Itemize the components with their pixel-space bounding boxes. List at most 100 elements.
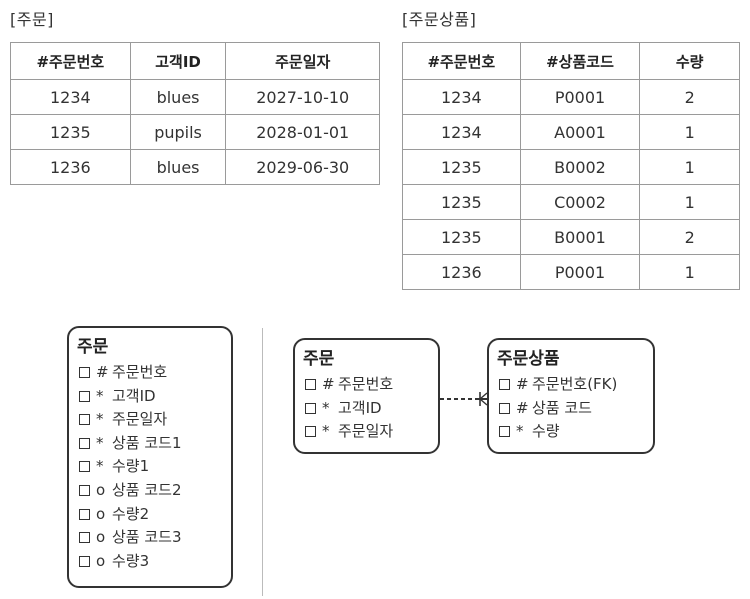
table-row: 1236 P0001 1	[402, 254, 740, 290]
attribute-marker: *	[96, 457, 104, 476]
checkbox-icon	[79, 414, 90, 426]
attribute-marker: o	[96, 528, 106, 547]
checkbox-icon	[79, 508, 90, 520]
attribute-item: o 상품 코드3	[79, 526, 231, 550]
table-cell: pupils	[129, 114, 227, 150]
attribute-item: o 수량2	[79, 503, 231, 527]
table-row: 1235 C0002 1	[402, 184, 740, 220]
attribute-item: * 고객ID	[79, 385, 231, 409]
table-header-row: #주문번호 고객ID 주문일자	[10, 42, 380, 80]
table-row: 1234 A0001 1	[402, 114, 740, 150]
attribute-item: #주문번호(FK)	[499, 373, 653, 397]
attribute-name: 수량	[532, 422, 560, 441]
table-cell: 1235	[402, 184, 521, 220]
attribute-name: 수량1	[112, 457, 150, 476]
header-cell: 수량	[639, 42, 740, 80]
entity-title: 주문상품	[497, 349, 560, 369]
table-row: 1235 B0001 2	[402, 219, 740, 255]
attribute-marker: *	[322, 422, 330, 441]
attribute-name: 수량2	[112, 504, 150, 523]
attribute-list: #주문번호(FK) #상품 코드 * 수량	[489, 373, 653, 444]
table-cell: 2	[639, 219, 740, 255]
attribute-marker: o	[96, 504, 106, 523]
checkbox-icon	[79, 461, 90, 473]
table-cell: 2028-01-01	[225, 114, 380, 150]
attribute-name: 상품 코드3	[112, 528, 182, 547]
table-cell: A0001	[519, 114, 641, 150]
table-cell: 2	[639, 79, 740, 115]
table-cell: blues	[129, 79, 227, 115]
table-cell: 1235	[402, 149, 521, 185]
table-cell: P0001	[519, 254, 641, 290]
table-header-row: #주문번호 #상품코드 수량	[402, 42, 740, 80]
order-item-table: #주문번호 #상품코드 수량 1234 P0001 2 1234 A0001 1…	[402, 42, 740, 290]
attribute-marker: #	[516, 398, 529, 417]
attribute-marker: *	[322, 398, 330, 417]
attribute-item: #상품 코드	[499, 397, 653, 421]
checkbox-icon	[305, 426, 316, 438]
attribute-item: * 주문일자	[79, 408, 231, 432]
attribute-name: 주문일자	[112, 410, 168, 429]
attribute-item: * 수량1	[79, 455, 231, 479]
table-row: 1235 pupils 2028-01-01	[10, 114, 380, 150]
attribute-marker: *	[96, 386, 104, 405]
entity-order-item: 주문상품 #주문번호(FK) #상품 코드 * 수량	[487, 338, 655, 454]
table-cell: C0002	[519, 184, 641, 220]
table-cell: P0001	[519, 79, 641, 115]
attribute-name: 주문번호	[338, 375, 394, 393]
crow-foot-upper-icon	[479, 392, 488, 400]
table-cell: 1234	[402, 114, 521, 150]
attribute-marker: *	[516, 422, 524, 441]
attribute-marker: o	[96, 551, 106, 570]
entity-title: 주문	[303, 349, 335, 369]
table-cell: 1	[639, 149, 740, 185]
attribute-name: 상품 코드2	[112, 480, 182, 499]
table-cell: 1236	[402, 254, 521, 290]
checkbox-icon	[79, 367, 90, 378]
header-cell: 고객ID	[129, 42, 227, 80]
attribute-marker: #	[516, 375, 529, 393]
table-cell: 1	[639, 254, 740, 290]
checkbox-icon	[499, 379, 510, 390]
attribute-name: 주문번호	[112, 363, 168, 381]
checkbox-icon	[499, 402, 510, 414]
attribute-name: 주문일자	[338, 422, 394, 441]
table-cell: 2029-06-30	[225, 149, 380, 185]
table-row: 1235 B0002 1	[402, 149, 740, 185]
table-cell: 1	[639, 114, 740, 150]
attribute-marker: *	[96, 410, 104, 429]
attribute-item: o 상품 코드2	[79, 479, 231, 503]
attribute-item: *고객ID	[305, 397, 438, 421]
attribute-list: #주문번호 *고객ID *주문일자	[295, 373, 438, 444]
table-cell: B0002	[519, 149, 641, 185]
attribute-name: 주문번호(FK)	[532, 375, 618, 393]
section-divider	[262, 328, 263, 596]
table-cell: 1234	[10, 79, 131, 115]
attribute-name: 수량3	[112, 551, 150, 570]
table-cell: 1	[639, 184, 740, 220]
table-row: 1234 blues 2027-10-10	[10, 79, 380, 115]
order-table-caption: [주문]	[10, 10, 54, 29]
table-cell: 1235	[10, 114, 131, 150]
table-cell: 2027-10-10	[225, 79, 380, 115]
attribute-name: 고객ID	[112, 386, 156, 405]
attribute-item: o 수량3	[79, 550, 231, 574]
table-row: 1236 blues 2029-06-30	[10, 149, 380, 185]
attribute-item: * 수량	[499, 420, 653, 444]
table-cell: 1236	[10, 149, 131, 185]
checkbox-icon	[305, 379, 316, 390]
table-cell: 1234	[402, 79, 521, 115]
attribute-name: 상품 코드1	[112, 433, 182, 452]
checkbox-icon	[79, 437, 90, 449]
header-cell: #상품코드	[519, 42, 641, 80]
checkbox-icon	[305, 402, 316, 414]
attribute-item: * 주문일자	[305, 420, 438, 444]
checkbox-icon	[79, 390, 90, 402]
checkbox-icon	[499, 426, 510, 438]
order-item-table-caption: [주문상품]	[402, 10, 477, 29]
attribute-name: 상품 코드	[532, 398, 592, 417]
attribute-marker: o	[96, 480, 106, 499]
entity-title: 주문	[77, 337, 109, 357]
